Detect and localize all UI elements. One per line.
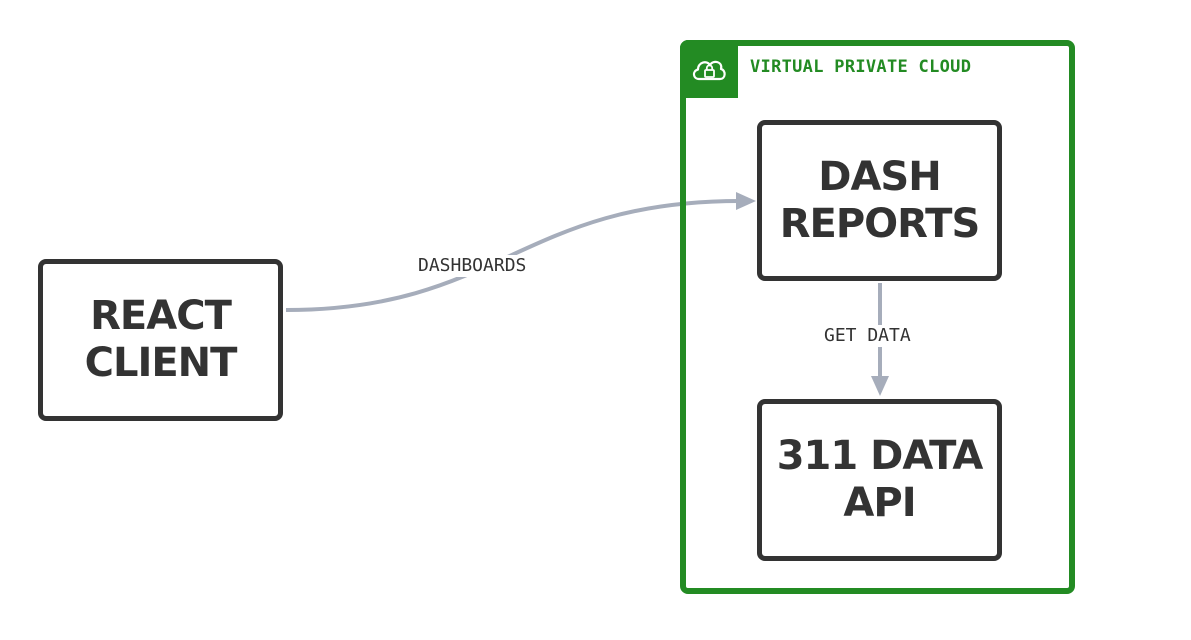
node-react-client: REACT CLIENT xyxy=(38,259,283,421)
node-dash-reports: DASH REPORTS xyxy=(757,120,1002,281)
edge-get-data-arrowhead xyxy=(871,376,889,396)
vpc-badge xyxy=(680,40,738,98)
node-311-data-api: 311 DATA API xyxy=(757,399,1002,561)
edge-label-get-data: GET DATA xyxy=(820,325,915,347)
vpc-title: VIRTUAL PRIVATE CLOUD xyxy=(750,57,972,77)
edge-dashboards-arrowhead xyxy=(736,192,756,210)
cloud-lock-icon xyxy=(692,60,726,81)
vpc-boundary: VIRTUAL PRIVATE CLOUD xyxy=(680,40,1075,594)
edge-label-dashboards: DASHBOARDS xyxy=(414,255,531,277)
